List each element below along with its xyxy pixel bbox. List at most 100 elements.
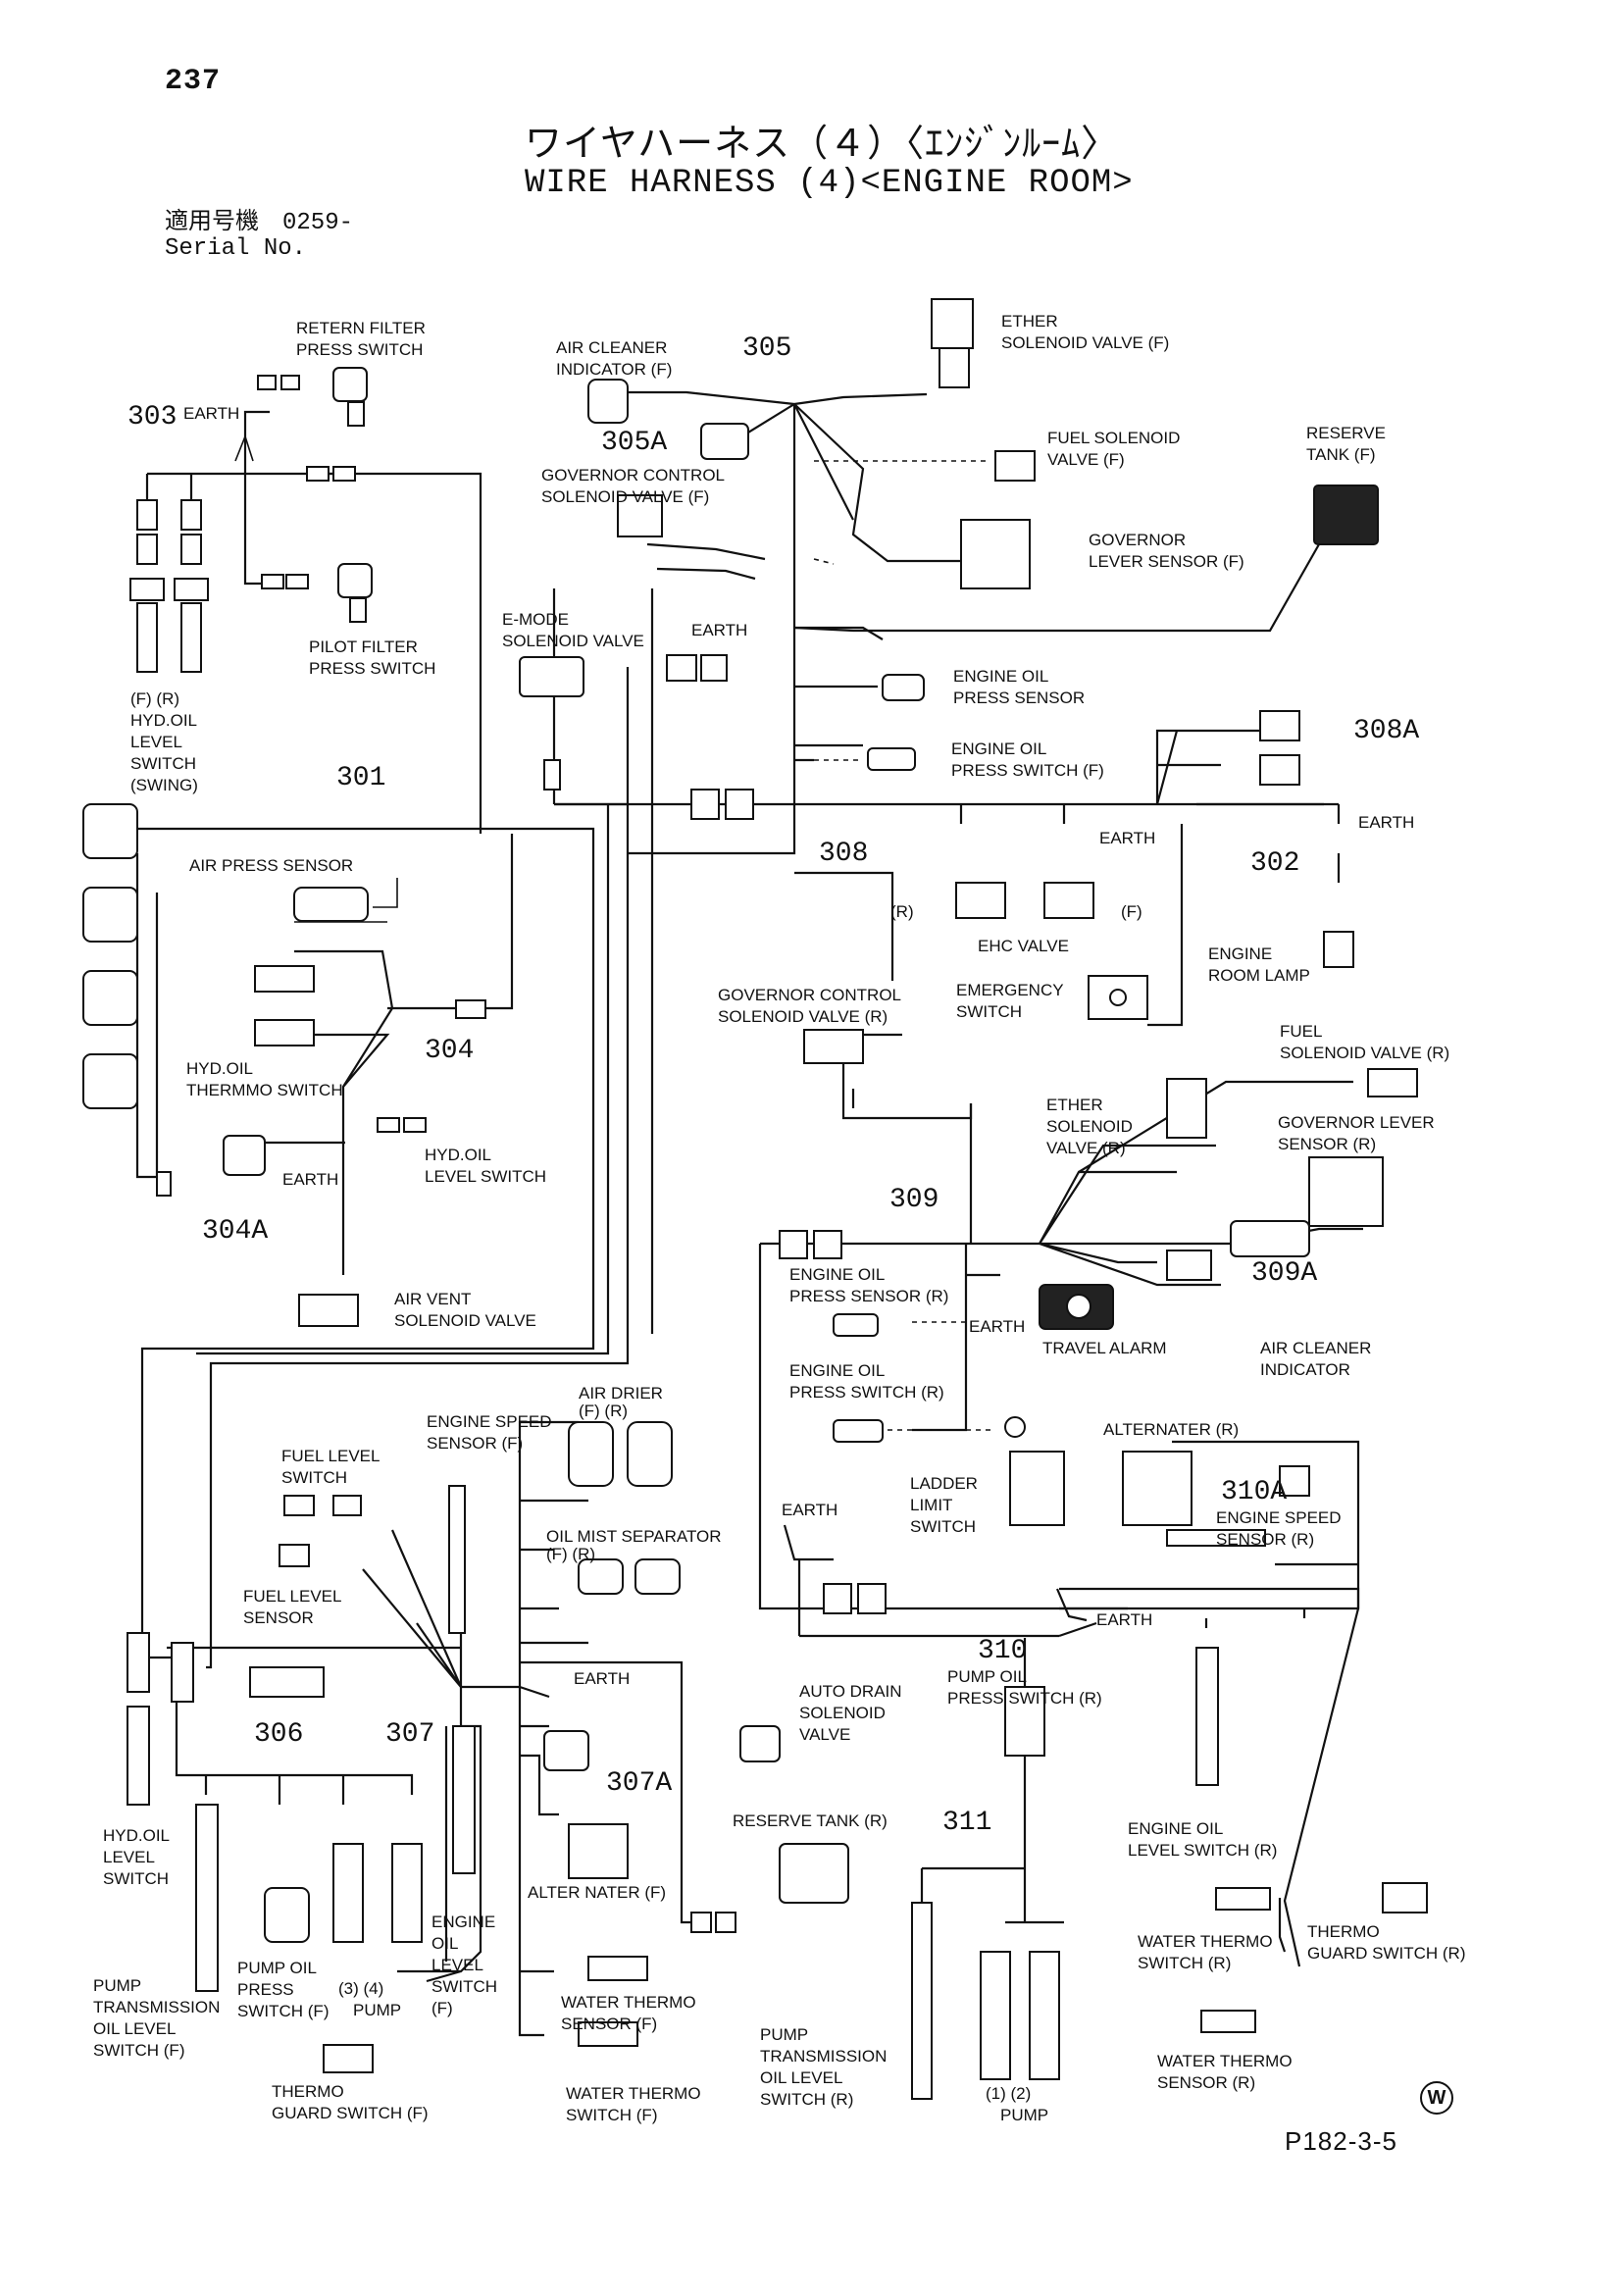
pump-transmission-switch-r — [911, 1902, 933, 2100]
connector-304 — [455, 999, 486, 1019]
label-earth-302: EARTH — [1358, 813, 1414, 832]
pilot-filter-switch — [337, 563, 373, 598]
harness-303: 303 — [127, 402, 177, 433]
engine-speed-sensor-f — [448, 1485, 466, 1634]
label-ehc-r: (R) — [890, 902, 914, 921]
fuel-solenoid-f — [994, 450, 1036, 482]
pump-oil-press-switch-f — [264, 1887, 310, 1943]
water-thermo-switch-f — [578, 2021, 638, 2047]
engine-oil-press-sensor-r — [833, 1313, 879, 1337]
alternater-r — [1122, 1451, 1193, 1526]
fuel-level-switch — [283, 1495, 315, 1516]
label-earth-309: EARTH — [969, 1317, 1025, 1336]
ether-valve-r — [1166, 1078, 1207, 1139]
engine-oil-level-switch-f — [452, 1725, 476, 1874]
serial-block: 適用号機 0259- Serial No. — [165, 211, 353, 262]
title-japanese: ワイヤハーネス（４）〈ｴﾝｼﾞﾝﾙｰﾑ〉 — [525, 122, 1120, 165]
connector-308a-bottom — [1259, 754, 1300, 786]
label-air-press-sensor: AIR PRESS SENSOR — [189, 856, 353, 875]
label-earth-ehc: EARTH — [1099, 829, 1155, 847]
engine-oil-press-switch-f — [867, 747, 916, 771]
harness-307a: 307A — [606, 1768, 672, 1799]
pump-4 — [391, 1843, 423, 1943]
auto-drain-valve — [739, 1725, 781, 1762]
connector-310a — [1279, 1465, 1310, 1497]
alternater-f — [568, 1823, 629, 1879]
engine-speed-sensor-r — [1166, 1529, 1266, 1547]
ether-valve-f — [931, 298, 974, 349]
label-reserve-tank-r: RESERVE TANK (R) — [733, 1811, 888, 1830]
harness-310a: 310A — [1221, 1477, 1287, 1507]
harness-numbers: 303 305 305A 301 304 304A 308A 308 302 3… — [127, 333, 1419, 1838]
harness-306: 306 — [254, 1719, 303, 1750]
gov-lever-sensor-r — [1308, 1156, 1384, 1227]
reserve-tank-f — [1313, 485, 1379, 545]
fuel-level-sensor — [279, 1544, 310, 1567]
harness-307: 307 — [385, 1719, 434, 1750]
oil-mist-separator-f — [578, 1558, 624, 1595]
pump-oil-press-switch-r — [1004, 1686, 1045, 1757]
harness-305: 305 — [742, 333, 791, 364]
pump-2 — [1029, 1951, 1060, 2080]
round-connector-4 — [82, 1053, 138, 1109]
air-drier-f — [568, 1421, 614, 1487]
thermo-guard-switch-f — [323, 2044, 374, 2073]
connector-309a — [1166, 1250, 1212, 1281]
label-air-drier: AIR DRIER(F) (R) — [579, 1384, 663, 1420]
gov-lever-sensor-f — [960, 519, 1031, 589]
air-vent-valve — [298, 1294, 359, 1327]
air-cleaner-indicator-f — [587, 379, 629, 424]
water-thermo-sensor-f — [587, 1956, 648, 1981]
label-alternater-r: ALTERNATER (R) — [1103, 1420, 1239, 1439]
label-ehc-f: (F) — [1121, 902, 1142, 921]
pump-1 — [980, 1951, 1011, 2080]
label-pump-34: (3) (4)PUMP — [338, 1979, 401, 2019]
label-travel-alarm: TRAVEL ALARM — [1042, 1339, 1167, 1357]
water-thermo-switch-r — [1215, 1887, 1271, 1911]
harness-308a: 308A — [1353, 716, 1419, 746]
connector-307a — [543, 1730, 589, 1771]
thermo-guard-switch-r — [1382, 1882, 1428, 1913]
round-connector-3 — [82, 970, 138, 1026]
label-pump-12: (1) (2)PUMP — [986, 2084, 1048, 2124]
footer-code: P182-3-5 — [1285, 2126, 1397, 2156]
air-press-sensor — [293, 887, 369, 922]
label-alter-nater-f: ALTER NATER (F) — [528, 1883, 666, 1902]
pump-3 — [332, 1843, 364, 1943]
label-earth-305: EARTH — [691, 621, 747, 639]
round-connector-1 — [82, 803, 138, 859]
ladder-limit-switch — [1009, 1451, 1065, 1526]
fuel-solenoid-r — [1367, 1068, 1418, 1097]
engine-room-lamp — [1323, 931, 1354, 968]
page-number: 237 — [165, 65, 222, 98]
harness-301: 301 — [336, 763, 385, 793]
connector-306 — [249, 1666, 325, 1698]
label-ehc-valve: EHC VALVE — [978, 937, 1069, 955]
title-english: WIRE HARNESS (4)<ENGINE ROOM> — [525, 165, 1134, 202]
